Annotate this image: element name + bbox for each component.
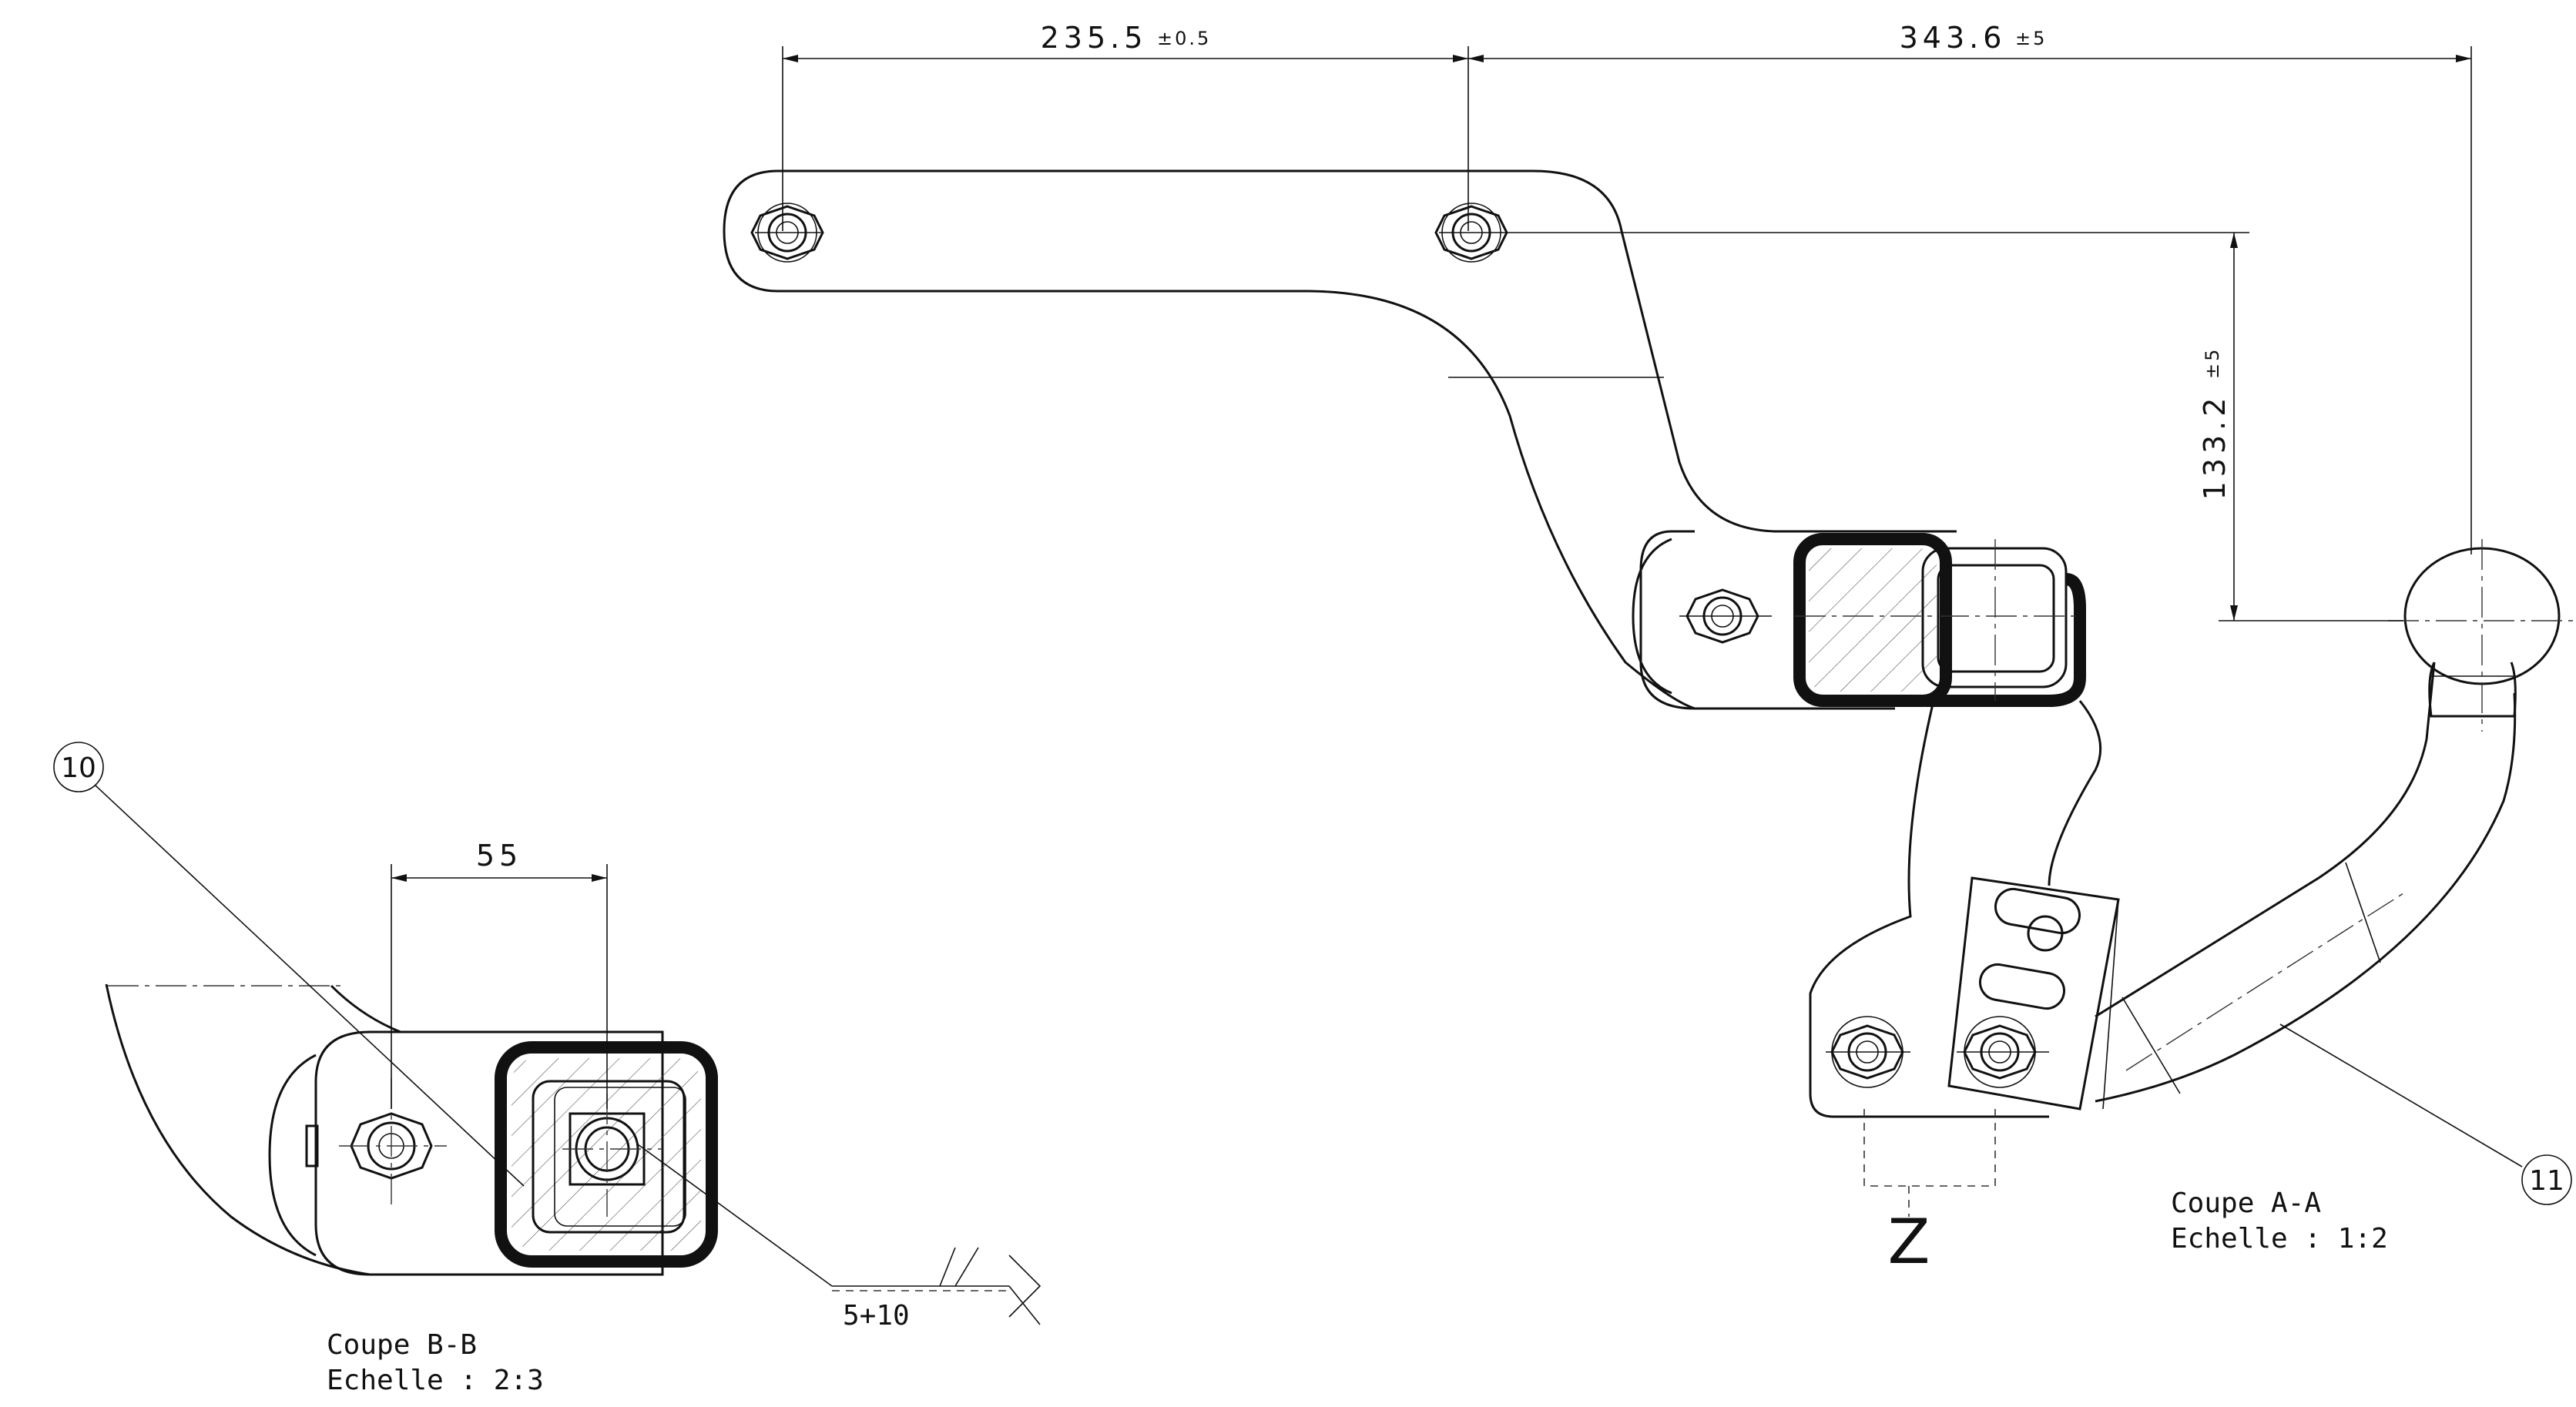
section-a-scale: Echelle : 1:2 — [2171, 1223, 2388, 1255]
section-a-title: Coupe A-A — [2171, 1188, 2321, 1219]
bolt-lower-right — [1957, 1016, 2049, 1088]
dim-343-tol: ±5 — [2015, 28, 2047, 49]
callout-11-label: 11 — [2529, 1165, 2564, 1197]
detail-z-label: Z — [1888, 1206, 1930, 1278]
section-b-arm — [105, 983, 401, 1276]
square-tube-right — [1926, 573, 2086, 707]
weld-symbol: 5+10 — [637, 1144, 1041, 1332]
callout-11: 11 — [2279, 1023, 2572, 1205]
tube-b-outer — [495, 1041, 718, 1268]
dim-235-tol: ±0.5 — [1157, 28, 1211, 49]
bolt-section-b — [339, 1078, 447, 1209]
slot-upper — [1994, 887, 2081, 935]
tube-b-inner — [532, 1080, 686, 1234]
receiver-plate — [1632, 530, 1895, 710]
square-bar — [1937, 564, 2055, 673]
square-tube-inner — [1921, 547, 2068, 688]
callout-10-label: 10 — [61, 752, 96, 784]
bolt-receiver — [1679, 588, 1772, 644]
section-b-scale: Echelle : 2:3 — [327, 1365, 544, 1396]
bolt-lower-left — [1826, 1016, 1910, 1088]
dimension-343: 343.6 ±5 — [1468, 21, 2472, 554]
dim-55-value: 55 — [476, 839, 522, 873]
detail-z-box — [1863, 1109, 1996, 1187]
square-tube-outer — [1793, 533, 1952, 707]
section-b-view: 55 10 5+10 Coupe B-B Echelle : 2:3 — [53, 742, 1041, 1396]
section-b-title: Coupe B-B — [327, 1329, 477, 1361]
callout-10: 10 — [53, 742, 525, 1187]
support-arm — [1809, 700, 2102, 1118]
mounting-arm-outline — [723, 169, 1957, 710]
dim-133-value: 133.2 — [2198, 394, 2232, 501]
dimension-55: 55 — [391, 839, 608, 1109]
section-b-body — [314, 1030, 664, 1276]
tube-b-hatch — [512, 1058, 701, 1251]
bolt-middle — [1434, 203, 1525, 263]
dim-343-value: 343.6 — [1900, 21, 2007, 55]
slot-lower — [1978, 963, 2066, 1010]
section-a-view: Z 235.5 ±0.5 343.6 ±5 133.2 ±5 — [723, 21, 2573, 1278]
weld-label: 5+10 — [843, 1300, 910, 1332]
dimension-133: 133.2 ±5 — [1525, 232, 2403, 621]
dimension-235: 235.5 ±0.5 — [782, 21, 1469, 231]
square-tube-hatched — [1809, 548, 1937, 692]
bolt-left — [750, 203, 824, 263]
dim-133-tol: ±5 — [2202, 347, 2223, 379]
tow-ball — [2388, 539, 2573, 732]
tow-neck — [2095, 662, 2517, 1103]
dim-235-value: 235.5 — [1041, 21, 1148, 55]
side-bracket — [1947, 876, 2120, 1111]
